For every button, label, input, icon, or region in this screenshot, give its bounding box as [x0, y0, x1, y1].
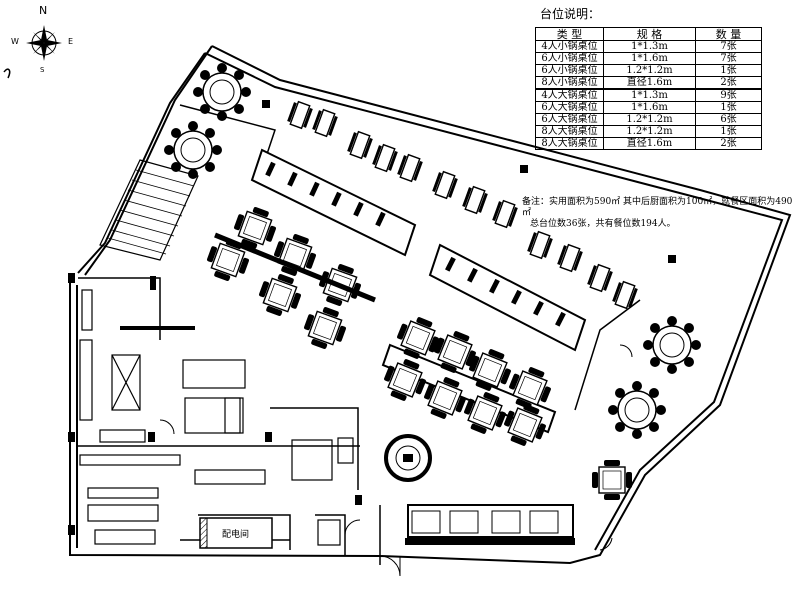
cell-type: 6人小锅桌位 — [535, 52, 604, 65]
reception-desk — [384, 434, 432, 482]
cell-qty: 9张 — [695, 88, 762, 102]
table-header-row: 类 型 规 格 数 量 — [535, 27, 762, 41]
compass-e-label: E — [68, 37, 74, 46]
cell-type: 6人大锅桌位 — [535, 113, 604, 126]
cell-spec: 1.2*1.2m — [603, 125, 696, 138]
power-room-label: 配电间 — [222, 530, 250, 540]
plant-icon — [3, 68, 11, 79]
cell-spec: 1*1.3m — [603, 88, 696, 102]
cell-type: 4人大锅桌位 — [535, 88, 604, 102]
cell-qty: 1张 — [695, 64, 762, 77]
cell-type: 8人小锅桌位 — [535, 76, 604, 90]
compass-n-label: N — [39, 4, 48, 17]
entrance-booths — [405, 504, 575, 545]
kitchen-equipment — [79, 289, 354, 546]
area-note-line2: 总台位数36张，共有餐位数194人。 — [530, 219, 676, 229]
compass-s-label: S — [40, 66, 45, 74]
header-qty: 数 量 — [695, 27, 762, 41]
cell-spec: 1*1.6m — [603, 52, 696, 65]
cell-type: 4人小锅桌位 — [535, 40, 604, 53]
cell-qty: 6张 — [695, 113, 762, 126]
outer-walls — [69, 45, 792, 565]
doors — [159, 344, 633, 577]
stairs — [99, 159, 199, 261]
cell-qty: 1张 — [695, 125, 762, 138]
compass-w-label: W — [11, 37, 19, 46]
power-room — [199, 517, 273, 549]
cell-qty: 7张 — [695, 52, 762, 65]
cell-spec: 1*1.6m — [603, 101, 696, 114]
header-type: 类 型 — [535, 27, 604, 41]
area-note: 备注：实用面积为590㎡ 其中后厨面积为100㎡，就餐区面积为490㎡ 总台位数… — [522, 197, 800, 230]
cell-spec: 1*1.3m — [603, 40, 696, 53]
cell-qty: 7张 — [695, 40, 762, 53]
booth-row-b — [428, 243, 587, 352]
cell-spec: 1.2*1.2m — [603, 64, 696, 77]
cell-spec: 1.2*1.2m — [603, 113, 696, 126]
cell-spec: 直径1.6m — [603, 76, 696, 90]
center-table-row — [378, 311, 557, 452]
cell-type: 6人大锅桌位 — [535, 101, 604, 114]
cell-type: 8人大锅桌位 — [535, 125, 604, 138]
square-tables-cluster — [201, 201, 376, 355]
cell-qty: 1张 — [695, 101, 762, 114]
compass-rose — [26, 25, 62, 61]
cell-spec: 直径1.6m — [603, 137, 696, 150]
cell-type: 8人大锅桌位 — [535, 137, 604, 150]
header-spec: 规 格 — [603, 27, 696, 41]
area-note-line1: 备注：实用面积为590㎡ 其中后厨面积为100㎡，就餐区面积为490㎡ — [522, 197, 793, 218]
booth-row-a — [250, 148, 417, 257]
cell-qty: 2张 — [695, 137, 762, 150]
cell-qty: 2张 — [695, 76, 762, 90]
cell-type: 6人小锅桌位 — [535, 64, 604, 77]
legend-title: 台位说明： — [540, 7, 601, 21]
